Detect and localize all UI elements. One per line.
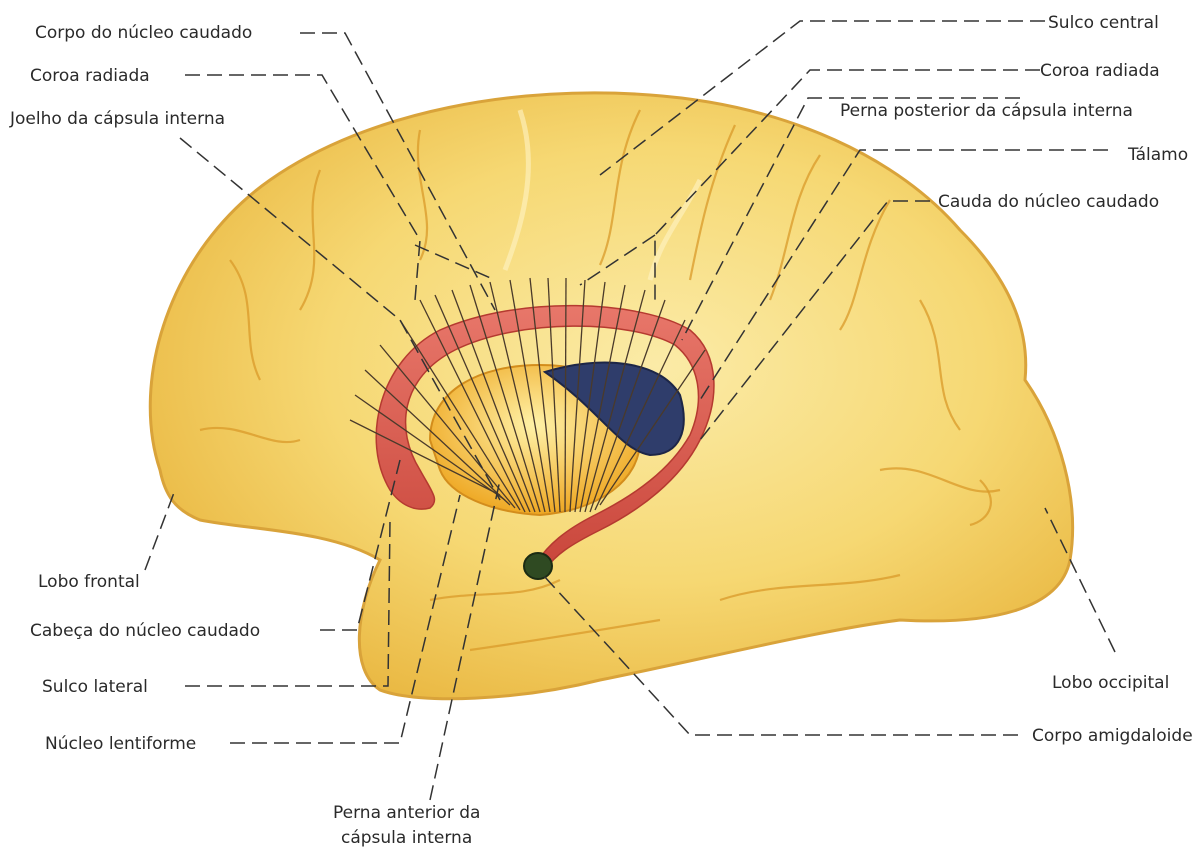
label-perna-anterior-line2: cápsula interna xyxy=(341,828,472,848)
amygdaloid-body xyxy=(524,553,552,579)
label-coroa-radiada-right: Coroa radiada xyxy=(1040,61,1160,81)
label-cauda-nucleo-caudado: Cauda do núcleo caudado xyxy=(938,192,1159,212)
label-joelho-capsula-interna: Joelho da cápsula interna xyxy=(9,109,225,129)
label-talamo: Tálamo xyxy=(1127,145,1188,165)
label-nucleo-lentiforme: Núcleo lentiforme xyxy=(45,734,196,754)
label-perna-posterior: Perna posterior da cápsula interna xyxy=(840,101,1133,121)
label-sulco-central: Sulco central xyxy=(1048,13,1159,33)
label-lobo-occipital: Lobo occipital xyxy=(1052,673,1169,693)
label-cabeca-nucleo-caudado: Cabeça do núcleo caudado xyxy=(30,621,260,641)
label-lobo-frontal: Lobo frontal xyxy=(38,572,140,592)
label-coroa-radiada-left: Coroa radiada xyxy=(30,66,150,86)
label-corpo-nucleo-caudado: Corpo do núcleo caudado xyxy=(35,23,252,43)
label-corpo-amigdaloide: Corpo amigdaloide xyxy=(1032,726,1193,746)
label-sulco-lateral: Sulco lateral xyxy=(42,677,148,697)
label-perna-anterior-line1: Perna anterior da xyxy=(333,803,480,823)
